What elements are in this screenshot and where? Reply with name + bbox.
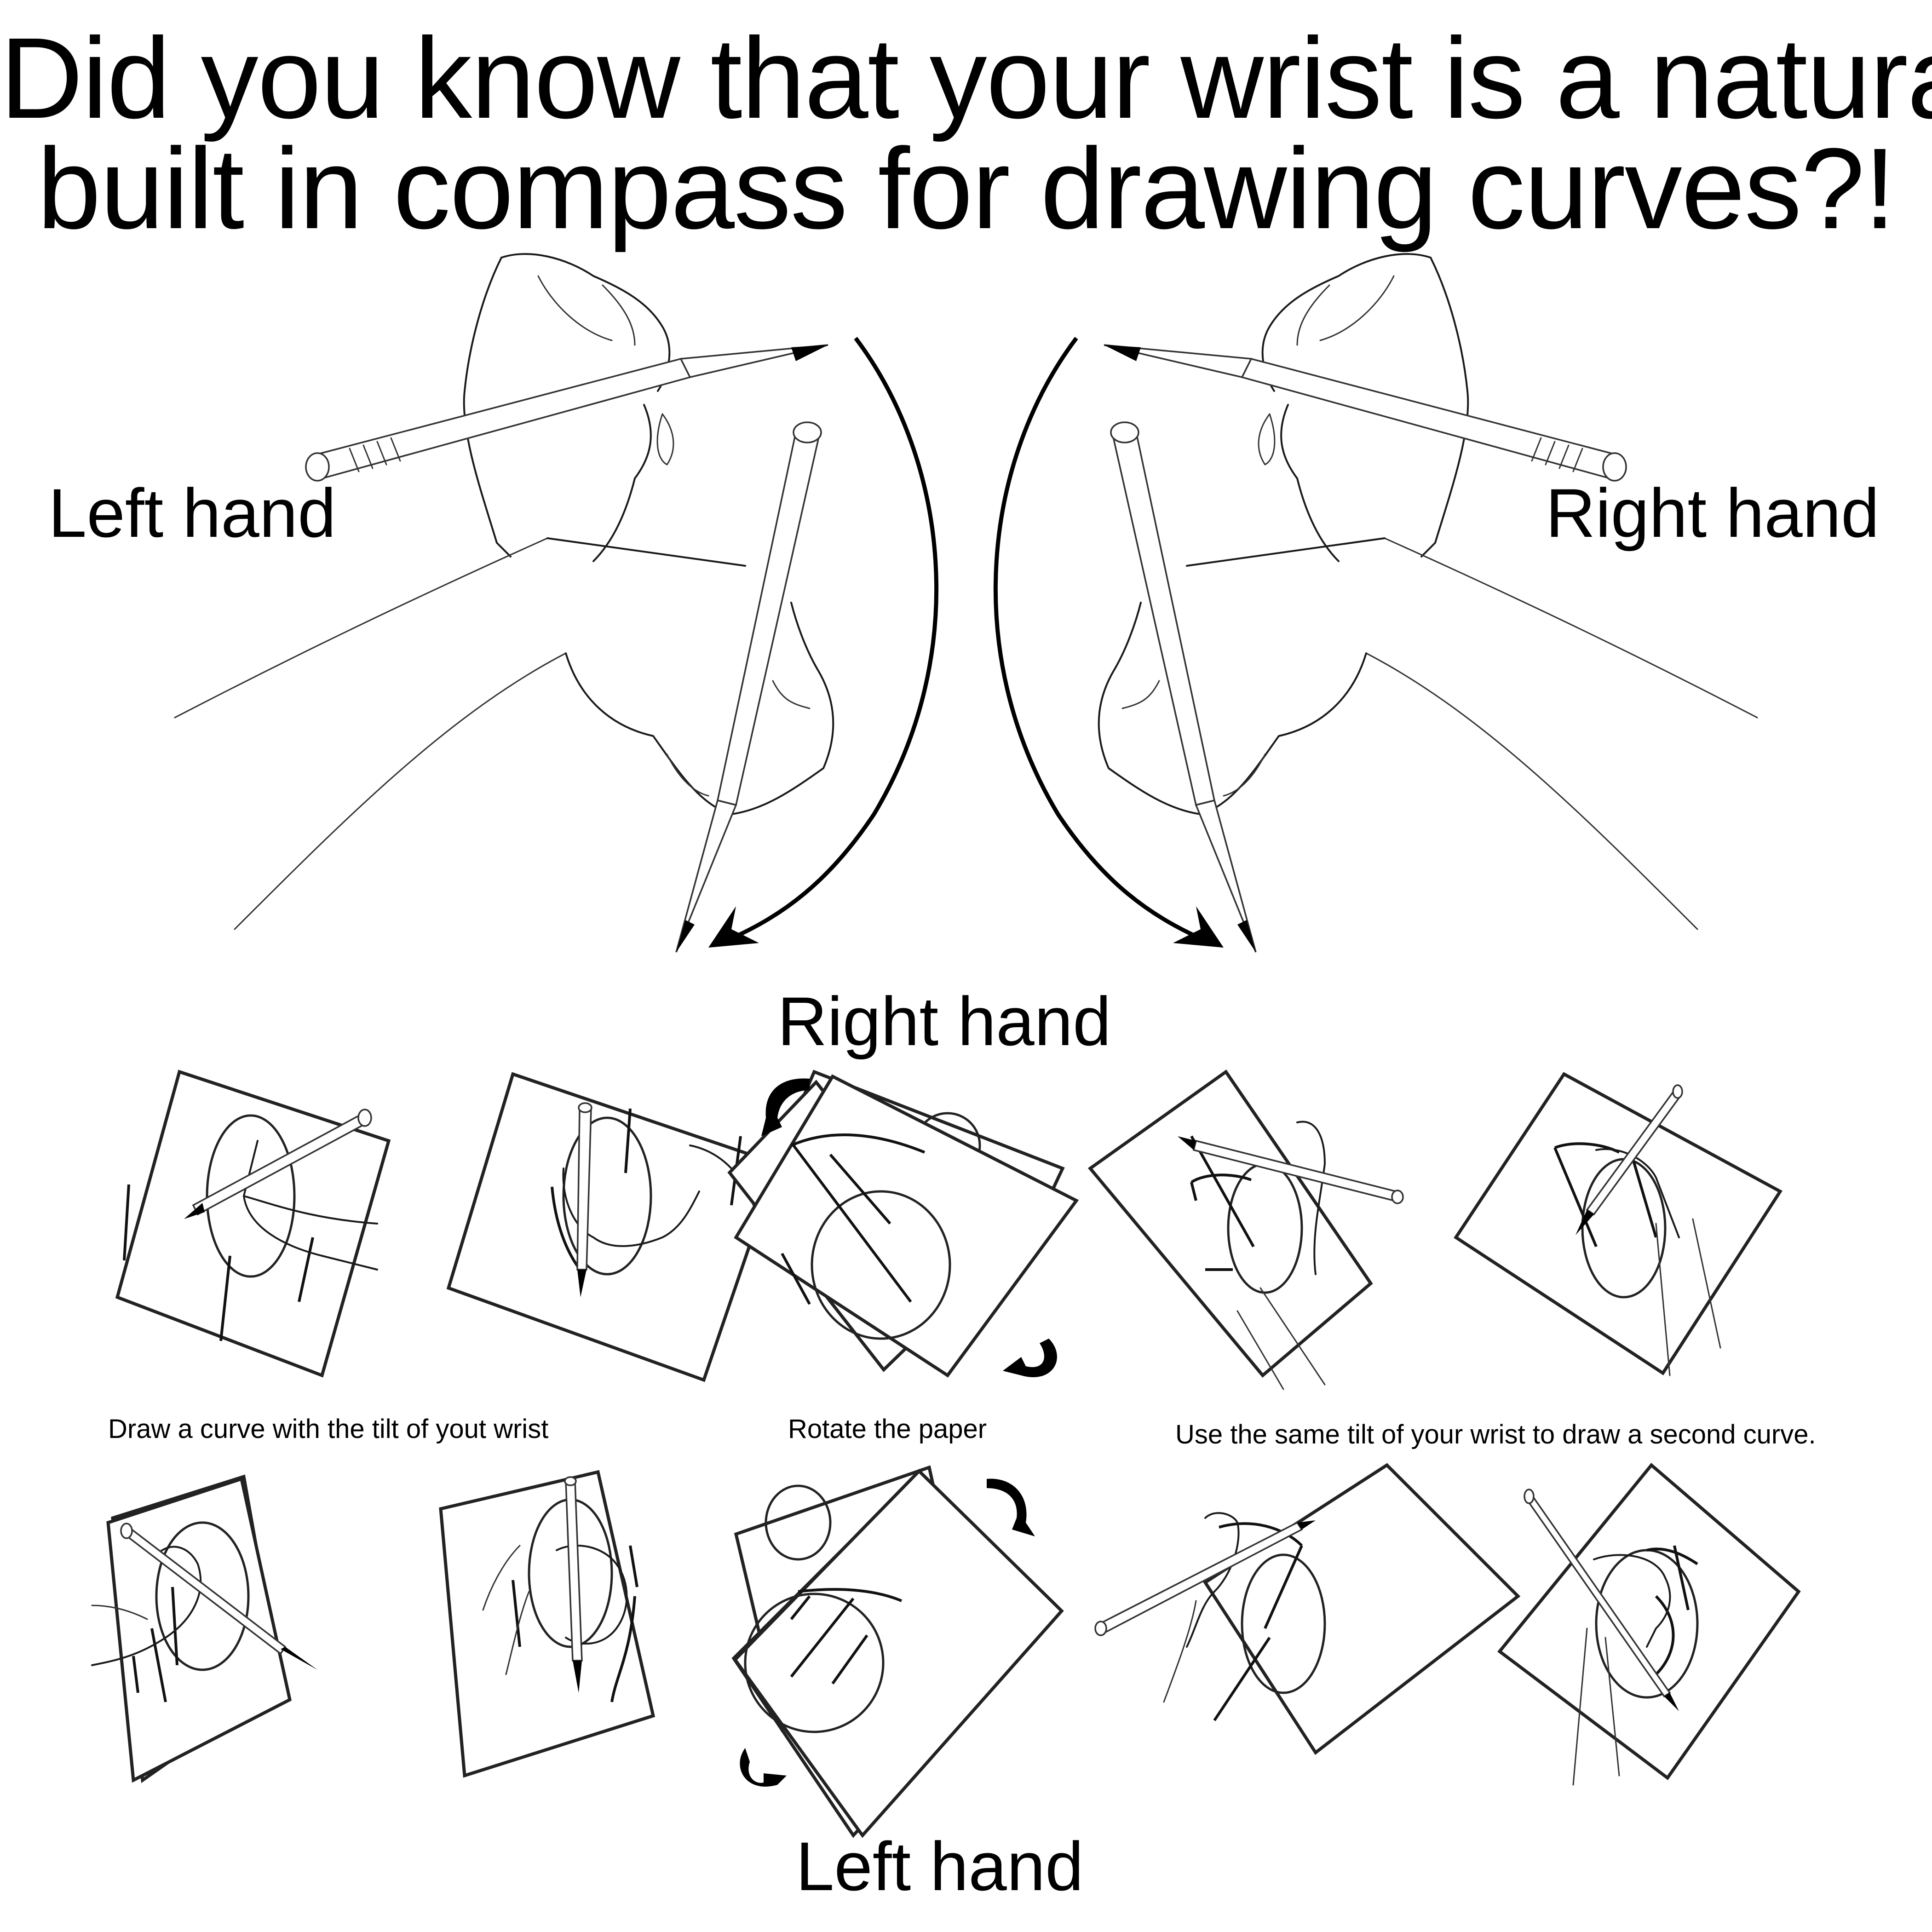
rotation-arc-arrow-icon	[708, 337, 939, 948]
section-label-right-hand: Right hand	[777, 983, 1111, 1060]
pencil-upper-icon	[1104, 344, 1627, 482]
pencil-lower-icon	[1110, 421, 1257, 953]
hand-lower-icon	[1098, 602, 1367, 815]
hand-lower-icon	[565, 602, 834, 815]
panel-right-step-3	[727, 1070, 1079, 1378]
panel-left-step-4	[1094, 1463, 1521, 1755]
panel-right-step-5	[1454, 1072, 1782, 1376]
section-label-left-hand: Left hand	[796, 1828, 1084, 1905]
panel-left-step-2	[439, 1470, 656, 1778]
title-line-2: built in compass for drawing curves?!	[37, 124, 1896, 253]
panel-left-step-5	[1497, 1463, 1801, 1786]
pencil-upper-icon	[305, 344, 828, 482]
hero-left-label: Left hand	[48, 474, 336, 552]
pencil-lower-icon	[675, 421, 822, 953]
title-line-1: Did you know that your wrist is a natura…	[0, 14, 1932, 142]
hero-right-label: Right hand	[1546, 474, 1880, 552]
rotation-arc-arrow-icon	[993, 337, 1224, 948]
row-left-hand	[91, 1463, 1801, 1838]
forearm-icon	[174, 537, 746, 930]
row-right-hand	[115, 1070, 1782, 1390]
caption-step-1: Draw a curve with the tilt of yout wrist	[108, 1414, 549, 1444]
panel-right-step-4	[1087, 1070, 1404, 1390]
left-hand-illustration	[174, 253, 939, 953]
panel-right-step-2	[446, 1072, 792, 1382]
hand-upper-icon	[1258, 253, 1469, 562]
panel-left-step-3	[731, 1465, 1064, 1838]
rotate-arrow-icon	[761, 1078, 1057, 1377]
caption-step-3: Use the same tilt of your wrist to draw …	[1175, 1420, 1816, 1449]
right-hand-illustration	[993, 253, 1758, 953]
panel-right-step-1	[115, 1070, 391, 1378]
forearm-icon	[1186, 537, 1758, 930]
rotate-arrow-icon	[740, 1478, 1035, 1787]
panel-left-step-1	[91, 1474, 317, 1783]
hand-upper-icon	[463, 253, 674, 562]
caption-step-2: Rotate the paper	[788, 1414, 987, 1444]
